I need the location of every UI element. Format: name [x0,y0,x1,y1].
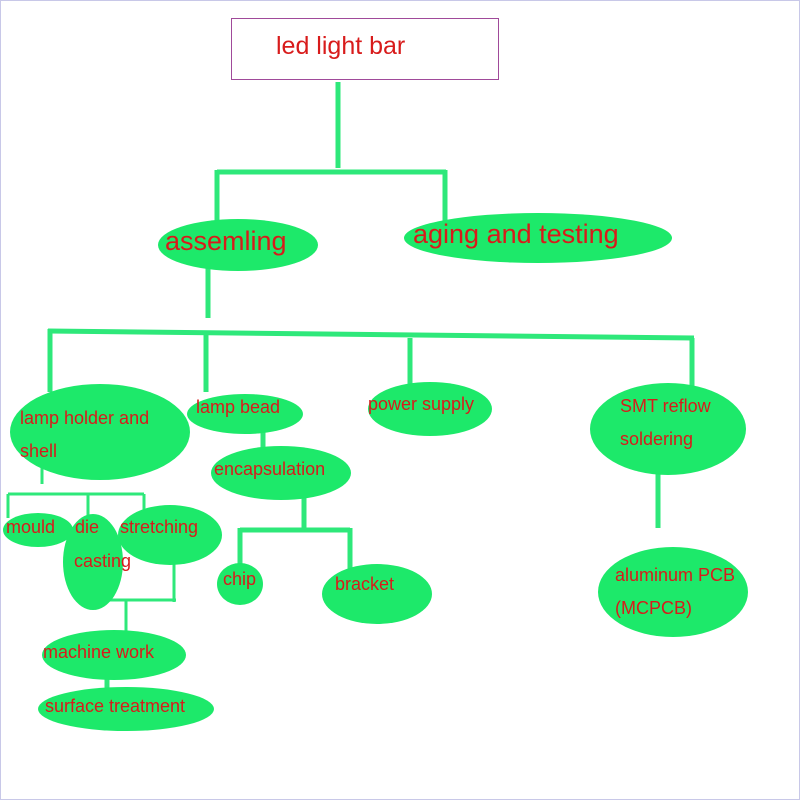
node-machine-work-label: machine work [43,642,155,662]
node-lamp-holder-label-line1: lamp holder and [20,408,150,428]
node-smt-label-line2: soldering [620,429,694,449]
node-die-casting-shape [63,514,123,610]
node-aluminum-label-line1: aluminum PCB [615,565,736,585]
node-aging-shape [404,213,672,263]
node-shapes [3,213,748,731]
node-machine-work-shape [42,630,186,680]
node-lamp-bead-label: lamp bead [196,397,281,417]
node-mould-shape [3,513,73,547]
node-smt-shape [590,383,746,475]
node-stretching-label: stretching [120,517,199,537]
node-mould-label: mould [6,517,56,537]
node-bracket-shape [322,564,432,624]
node-chip-shape [217,563,263,605]
node-casting-label: casting [74,551,132,571]
node-surface-treatment-label: surface treatment [45,696,186,716]
diagram-title: led light bar [276,32,406,60]
node-lamp-holder-label-line2: shell [20,441,58,461]
node-encapsulation-shape [211,446,351,500]
node-aluminum-shape [598,547,748,637]
node-chip-label: chip [223,569,257,589]
node-bracket-label: bracket [335,574,395,594]
node-lamp-holder-shape [10,384,190,480]
title-box [231,18,499,80]
node-assemling-shape [158,219,318,271]
node-stretching-shape [118,505,222,565]
node-aluminum-label-line2: (MCPCB) [615,598,692,618]
node-assemling-label: assemling [165,226,287,256]
node-aging-label: aging and testing [413,219,619,249]
node-encapsulation-label: encapsulation [214,459,326,479]
node-power-supply-shape [368,382,492,436]
node-smt-label-line1: SMT reflow [620,396,711,416]
node-lamp-bead-shape [187,394,303,434]
node-surface-treatment-shape [38,687,214,731]
node-power-supply-label: power supply [368,394,475,414]
node-die-label: die [75,517,100,537]
connector-second-bar [47,328,695,341]
